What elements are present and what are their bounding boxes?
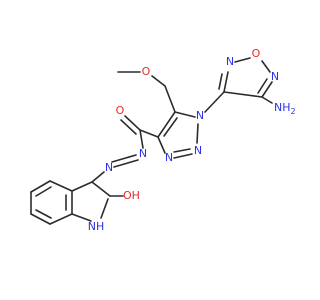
atom-n-triazole-1: N bbox=[196, 109, 204, 122]
molecule-structure: O N N N N O N NH2 O N N NH OH bbox=[30, 47, 296, 233]
bond-n-fc4-double bbox=[257, 78, 268, 94]
atom-o-carbonyl: O bbox=[116, 104, 125, 117]
bond-o-ch2 bbox=[151, 75, 166, 87]
bond-ch2-c5 bbox=[164, 85, 176, 113]
bond-c6-c7-double bbox=[35, 209, 52, 219]
bond-n1-c7a bbox=[71, 213, 92, 222]
atom-n-azo-2: N bbox=[105, 161, 113, 174]
bond-c6-c7 bbox=[30, 213, 51, 225]
bond-n2-n3-double bbox=[173, 148, 191, 153]
bond-fc3-n bbox=[223, 71, 229, 93]
bond-c3-c2 bbox=[91, 181, 111, 197]
bond-fc3-n-double bbox=[218, 73, 223, 90]
atom-n-triazole-2: N bbox=[194, 144, 202, 157]
bond-c4-c5b bbox=[30, 180, 51, 193]
bond-c5-n1 bbox=[174, 111, 196, 118]
bond-co-o-double bbox=[120, 119, 137, 135]
atom-n-azo-1: N bbox=[139, 147, 147, 160]
bond-c3a-c4 bbox=[49, 180, 73, 192]
bond-fc4-fc3 bbox=[223, 91, 263, 98]
bond-co-n bbox=[139, 129, 144, 149]
bond-c2-n1 bbox=[100, 198, 109, 219]
bond-c4-c5 bbox=[157, 111, 176, 138]
bond-n-n bbox=[113, 159, 139, 168]
bond-c4-c5b-double bbox=[35, 186, 52, 197]
bonds bbox=[30, 57, 273, 225]
atom-n-triazole-3: N bbox=[165, 151, 173, 164]
bond-fc4-nh2 bbox=[261, 96, 273, 104]
bond-c4-c5-double bbox=[163, 117, 178, 137]
bond-n-n-double bbox=[111, 154, 137, 163]
bond-n2-n3 bbox=[173, 153, 193, 159]
atom-n-furazan-left: N bbox=[226, 55, 234, 68]
atom-nh-indole: NH bbox=[88, 220, 105, 233]
bond-n1-furazan bbox=[204, 91, 225, 113]
bond-o-n bbox=[261, 60, 271, 73]
bond-co-o bbox=[124, 115, 141, 131]
bond-c7-c7a bbox=[49, 213, 73, 225]
bond-n-fc4 bbox=[261, 81, 273, 98]
atom-hydroxyl: OH bbox=[123, 189, 140, 202]
atom-o-ether: O bbox=[142, 65, 151, 78]
bond-c4-co bbox=[139, 129, 159, 138]
bond-n1-n2 bbox=[196, 123, 199, 144]
bond-n-c3 bbox=[91, 171, 105, 183]
bond-n3-c4 bbox=[157, 136, 166, 154]
atom-nh2: NH2 bbox=[274, 101, 296, 116]
atom-labels: O N N N N O N NH2 O N N NH OH bbox=[88, 47, 296, 233]
atom-n-furazan-right: N bbox=[271, 70, 279, 83]
bond-n-o bbox=[234, 57, 251, 63]
atom-o-furazan: O bbox=[252, 47, 261, 60]
bond-c3a-c3 bbox=[71, 181, 93, 192]
